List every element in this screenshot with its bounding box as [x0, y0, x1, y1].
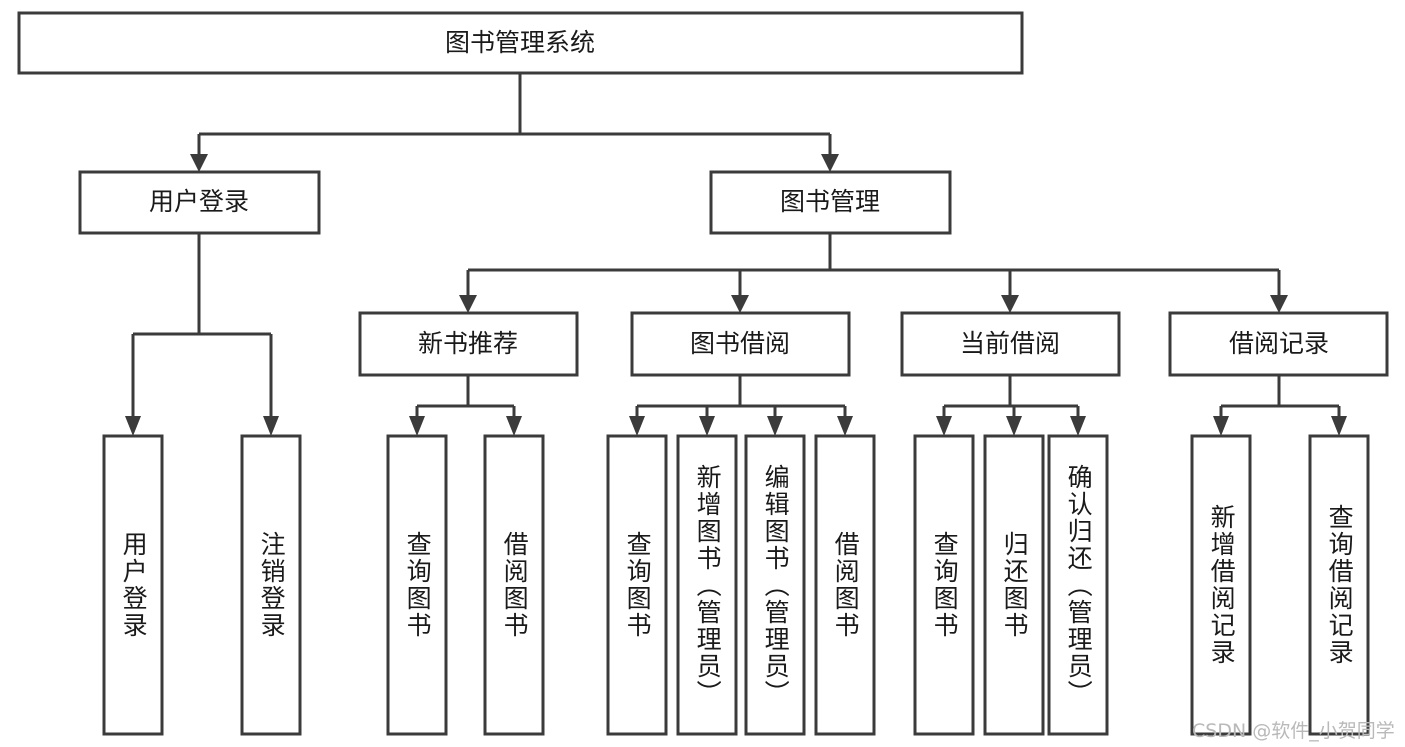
- arrow-book-borrow-leaf4: [837, 416, 853, 436]
- arrow-to-book-mgmt: [821, 154, 839, 172]
- node-leaf-book-borrow-1[interactable]: [606, 434, 668, 736]
- node-leaf-borrow-record-2[interactable]: [1308, 434, 1370, 736]
- arrow-user-login-leaf1: [125, 416, 141, 436]
- node-borrow-record-label: 借阅记录: [1229, 329, 1329, 358]
- arrow-to-book-borrow: [731, 295, 749, 313]
- node-user-login-label: 用户登录: [149, 187, 249, 216]
- arrow-borrow-record-leaf2: [1331, 416, 1347, 436]
- node-book-management[interactable]: [709, 170, 952, 235]
- arrow-to-user-login: [190, 154, 208, 172]
- node-layer: 图书管理系统 用户登录 图书管理 新书推荐 图书借阅 当前借阅 借阅记录: [17, 11, 1389, 736]
- node-borrow-record[interactable]: [1168, 311, 1389, 377]
- node-new-book-recommend-label: 新书推荐: [418, 329, 518, 358]
- node-leaf-book-borrow-2[interactable]: [676, 434, 738, 736]
- arrow-to-borrow-record: [1270, 295, 1288, 313]
- arrow-user-login-leaf2: [263, 416, 279, 436]
- node-current-borrow-label: 当前借阅: [960, 329, 1060, 358]
- node-book-borrow-label: 图书借阅: [690, 329, 790, 358]
- arrow-current-borrow-leaf2: [1006, 416, 1022, 436]
- arrow-to-current-borrow: [1001, 295, 1019, 313]
- arrow-book-borrow-leaf3: [767, 416, 783, 436]
- arrow-book-borrow-leaf1: [629, 416, 645, 436]
- node-leaf-new-book-1[interactable]: [386, 434, 448, 736]
- node-root-label: 图书管理系统: [445, 28, 595, 57]
- node-book-borrow[interactable]: [630, 311, 851, 377]
- arrow-current-borrow-leaf1: [936, 416, 952, 436]
- connector-layer: [125, 73, 1347, 436]
- arrow-current-borrow-leaf3: [1070, 416, 1086, 436]
- csdn-watermark: CSDN @软件_小贺同学: [1192, 720, 1395, 742]
- node-root[interactable]: [17, 11, 1024, 75]
- node-current-borrow[interactable]: [900, 311, 1121, 377]
- node-user-login[interactable]: [78, 170, 321, 235]
- node-new-book-recommend[interactable]: [358, 311, 579, 377]
- arrow-to-new-book: [459, 295, 477, 313]
- node-leaf-current-borrow-2[interactable]: [983, 434, 1045, 736]
- node-leaf-borrow-record-1[interactable]: [1190, 434, 1252, 736]
- node-leaf-current-borrow-3[interactable]: [1047, 434, 1109, 736]
- node-leaf-user-login-2[interactable]: [240, 434, 302, 736]
- node-leaf-book-borrow-4[interactable]: [814, 434, 876, 736]
- node-book-management-label: 图书管理: [780, 187, 880, 216]
- arrow-new-book-leaf1: [409, 416, 425, 436]
- node-leaf-user-login-1[interactable]: [102, 434, 164, 736]
- arrow-borrow-record-leaf1: [1213, 416, 1229, 436]
- arrow-book-borrow-leaf2: [699, 416, 715, 436]
- arrow-new-book-leaf2: [506, 416, 522, 436]
- node-leaf-current-borrow-1[interactable]: [913, 434, 975, 736]
- node-leaf-book-borrow-3[interactable]: [744, 434, 806, 736]
- node-leaf-new-book-2[interactable]: [483, 434, 545, 736]
